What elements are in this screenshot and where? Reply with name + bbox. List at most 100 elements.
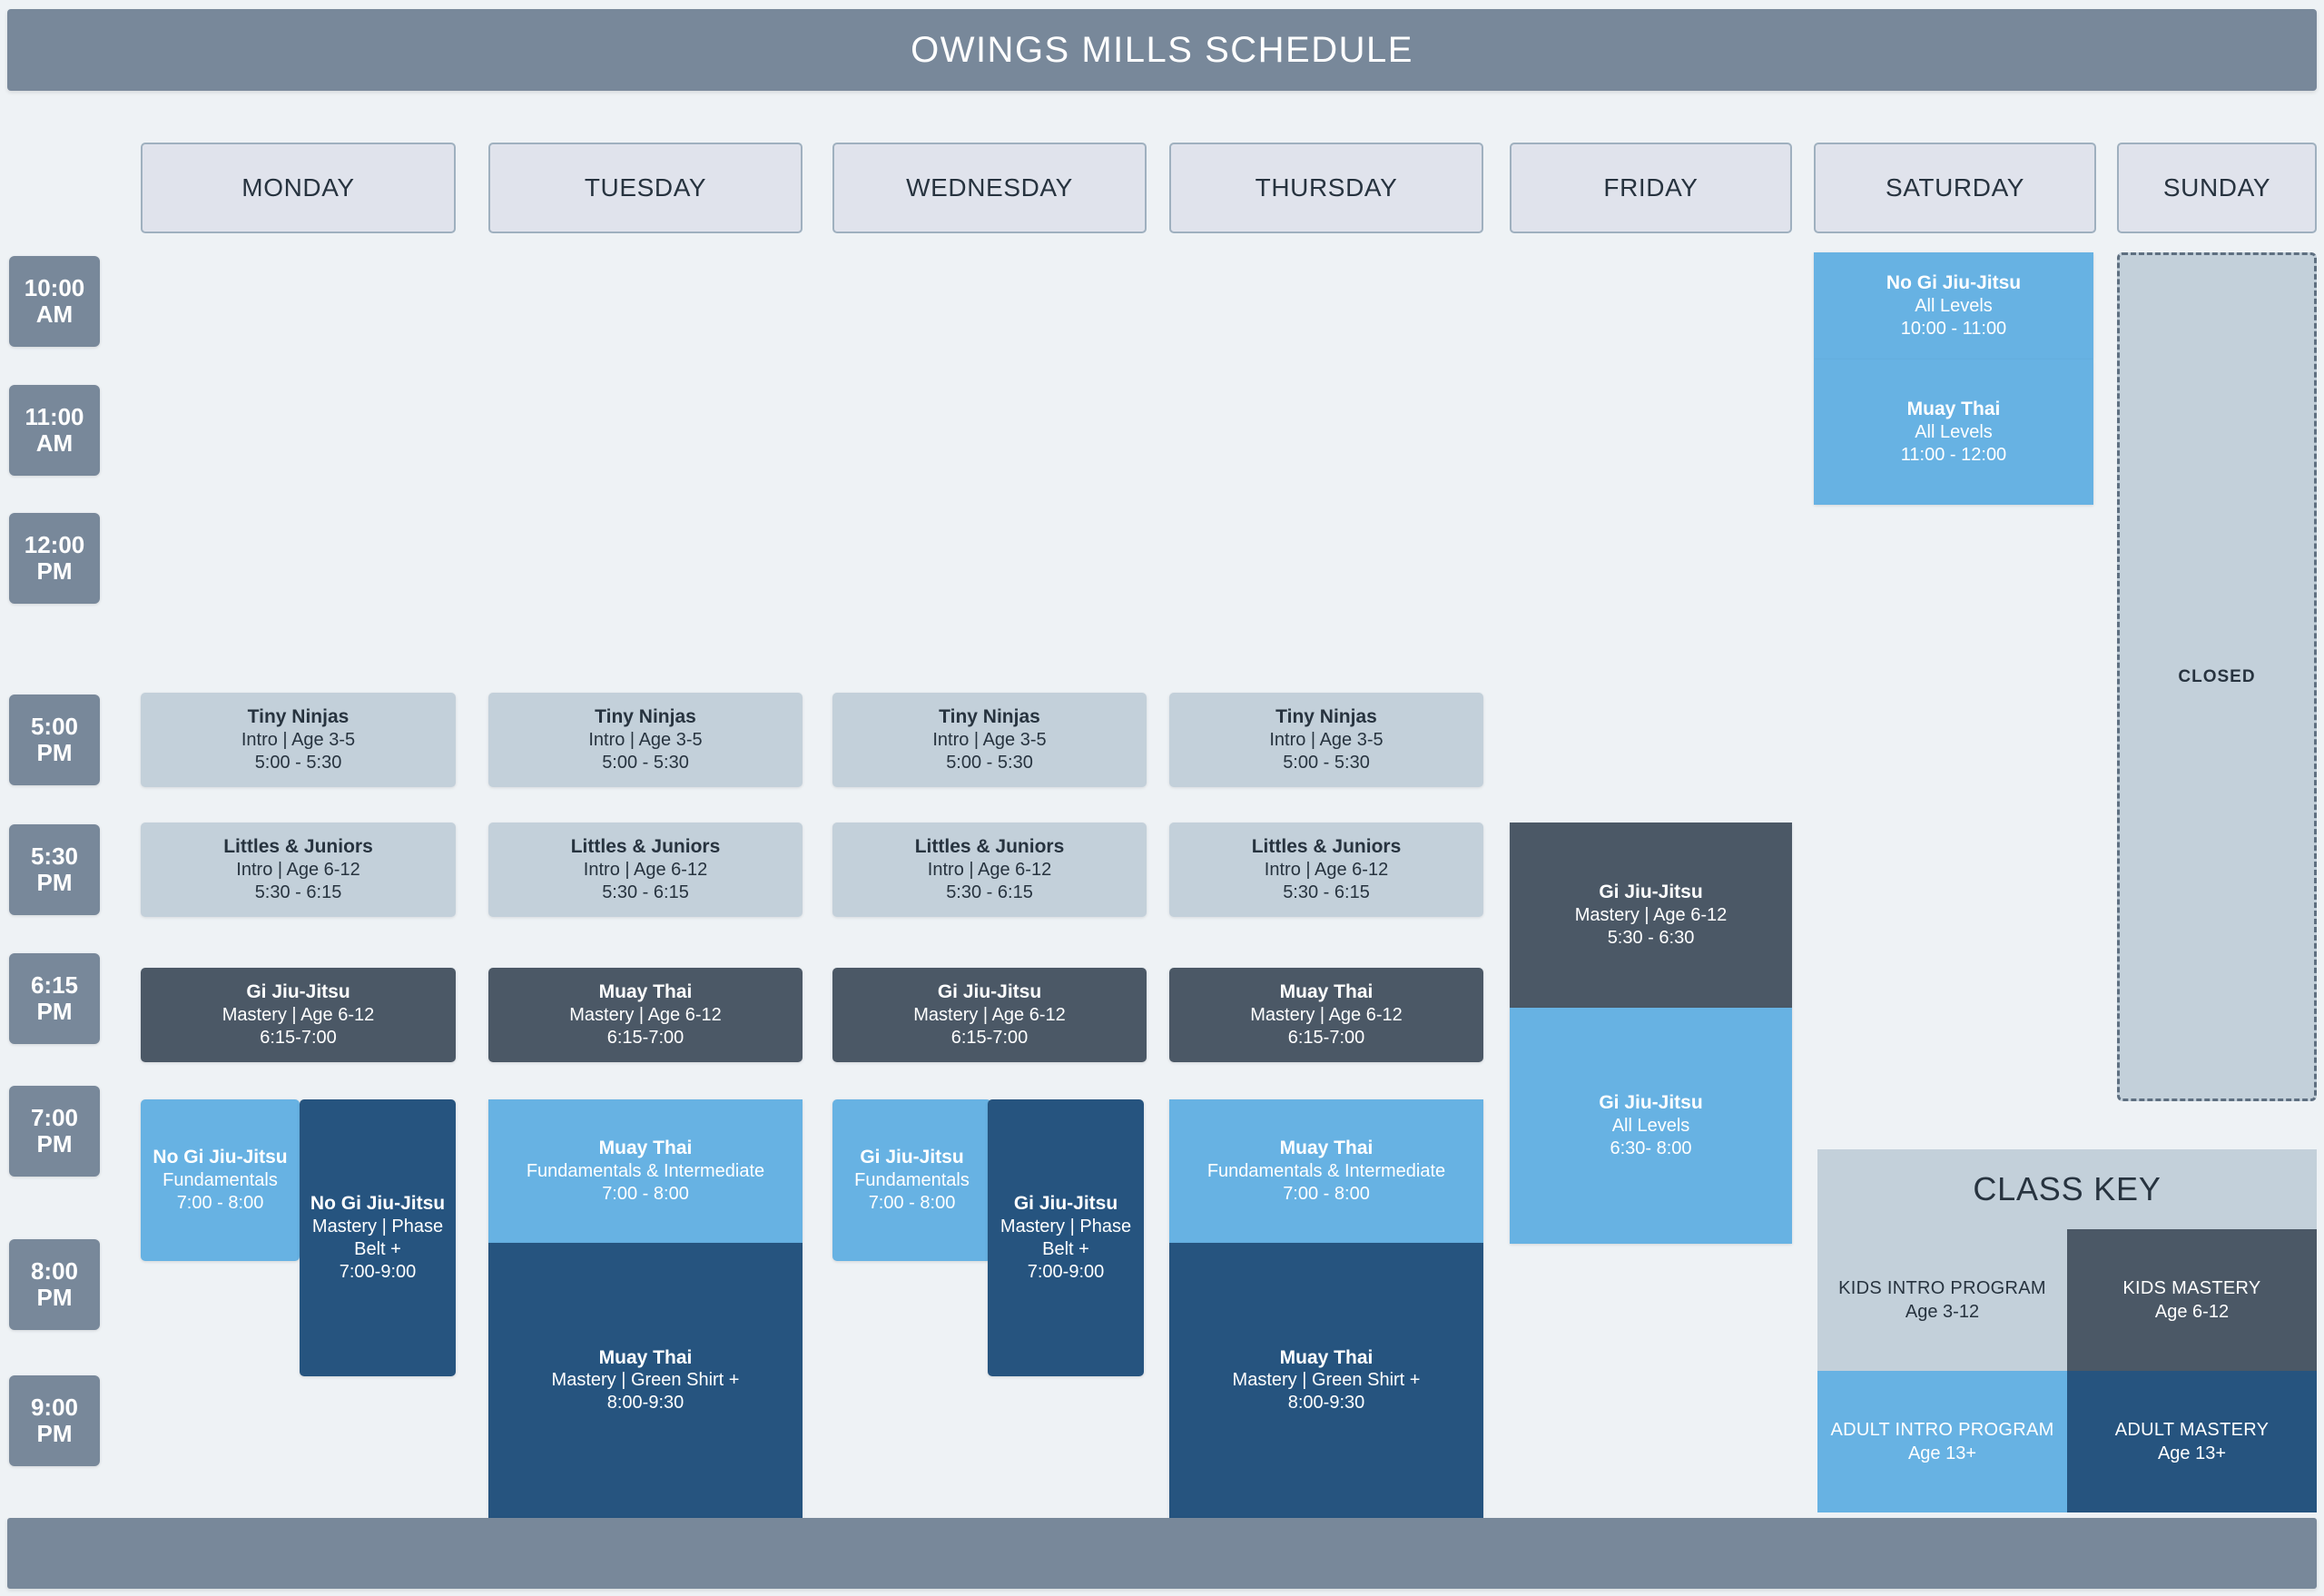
page-title: OWINGS MILLS SCHEDULE bbox=[911, 29, 1413, 70]
time-meridiem: PM bbox=[36, 1420, 73, 1447]
class-key-item-age: Age 6-12 bbox=[2154, 1301, 2230, 1322]
class-level: All Levels bbox=[1915, 295, 1993, 316]
class-block-friday-gi-jiujitsu-kids[interactable]: Gi Jiu-Jitsu Mastery | Age 6-12 5:30 - 6… bbox=[1510, 823, 1792, 1008]
day-header-saturday: SATURDAY bbox=[1814, 143, 2096, 233]
class-block-wednesday-gi-fundamentals[interactable]: Gi Jiu-Jitsu Fundamentals 7:00 - 8:00 bbox=[832, 1099, 991, 1261]
class-level: Fundamentals bbox=[854, 1169, 970, 1190]
class-name: Littles & Juniors bbox=[1251, 836, 1402, 858]
class-name: Tiny Ninjas bbox=[1275, 706, 1377, 728]
time-hour: 12:00 bbox=[24, 530, 85, 558]
class-time: 11:00 - 12:00 bbox=[1900, 444, 2007, 465]
class-name: Gi Jiu-Jitsu bbox=[1599, 1092, 1703, 1114]
class-level: All Levels bbox=[1611, 1115, 1690, 1136]
day-header-tuesday: TUESDAY bbox=[488, 143, 803, 233]
class-block-saturday-muaythai[interactable]: Muay Thai All Levels 11:00 - 12:00 bbox=[1814, 360, 2093, 505]
class-level: Intro | Age 6-12 bbox=[583, 859, 708, 880]
time-hour: 5:30 bbox=[30, 842, 79, 870]
class-block-tuesday-muaythai-kids[interactable]: Muay Thai Mastery | Age 6-12 6:15-7:00 bbox=[488, 968, 803, 1062]
class-name: Littles & Juniors bbox=[914, 836, 1065, 858]
class-key-item-adult-mastery: ADULT MASTERY Age 13+ bbox=[2067, 1371, 2317, 1512]
class-block-monday-nogi-fundamentals[interactable]: No Gi Jiu-Jitsu Fundamentals 7:00 - 8:00 bbox=[141, 1099, 300, 1261]
class-level: Intro | Age 6-12 bbox=[1264, 859, 1389, 880]
class-name: Muay Thai bbox=[1279, 1138, 1374, 1159]
class-block-wednesday-gi-mastery[interactable]: Gi Jiu-Jitsu Mastery | Phase Belt + 7:00… bbox=[988, 1099, 1144, 1376]
class-block-tuesday-littles-juniors[interactable]: Littles & Juniors Intro | Age 6-12 5:30 … bbox=[488, 823, 803, 917]
time-meridiem: AM bbox=[35, 429, 74, 457]
time-chip-9pm: 9:00 PM bbox=[9, 1375, 100, 1466]
class-key-title-bar: CLASS KEY bbox=[1817, 1149, 2317, 1229]
class-time: 6:15-7:00 bbox=[950, 1027, 1029, 1048]
class-block-thursday-muaythai-fundamentals[interactable]: Muay Thai Fundamentals & Intermediate 7:… bbox=[1169, 1099, 1483, 1243]
class-name: Gi Jiu-Jitsu bbox=[860, 1147, 964, 1168]
class-time: 7:00 - 8:00 bbox=[1283, 1183, 1370, 1204]
class-level: Fundamentals & Intermediate bbox=[526, 1160, 765, 1181]
class-time: 6:15-7:00 bbox=[606, 1027, 684, 1048]
class-time: 6:15-7:00 bbox=[260, 1027, 337, 1048]
day-header-label: MONDAY bbox=[241, 173, 355, 202]
class-block-thursday-littles-juniors[interactable]: Littles & Juniors Intro | Age 6-12 5:30 … bbox=[1169, 823, 1483, 917]
class-block-saturday-nogi[interactable]: No Gi Jiu-Jitsu All Levels 10:00 - 11:00 bbox=[1814, 252, 2093, 360]
class-key-item-kids-mastery: KIDS MASTERY Age 6-12 bbox=[2067, 1229, 2317, 1371]
time-chip-530pm: 5:30 PM bbox=[9, 824, 100, 915]
class-name: Tiny Ninjas bbox=[595, 706, 696, 728]
day-header-monday: MONDAY bbox=[141, 143, 456, 233]
class-time: 7:00 - 8:00 bbox=[176, 1192, 264, 1213]
time-hour: 8:00 bbox=[30, 1256, 79, 1285]
class-block-tuesday-muaythai-fundamentals[interactable]: Muay Thai Fundamentals & Intermediate 7:… bbox=[488, 1099, 803, 1243]
class-time: 5:30 - 6:15 bbox=[602, 882, 689, 902]
class-key-item-name: ADULT INTRO PROGRAM bbox=[1830, 1419, 2054, 1440]
class-level: Mastery | Phase Belt + bbox=[311, 1216, 444, 1259]
class-block-monday-nogi-mastery[interactable]: No Gi Jiu-Jitsu Mastery | Phase Belt + 7… bbox=[300, 1099, 456, 1376]
day-header-wednesday: WEDNESDAY bbox=[832, 143, 1147, 233]
time-hour: 6:15 bbox=[30, 970, 79, 999]
class-block-wednesday-gi-jiujitsu-kids[interactable]: Gi Jiu-Jitsu Mastery | Age 6-12 6:15-7:0… bbox=[832, 968, 1147, 1062]
class-key-item-age: Age 3-12 bbox=[1905, 1301, 1980, 1322]
class-block-wednesday-tiny-ninjas[interactable]: Tiny Ninjas Intro | Age 3-5 5:00 - 5:30 bbox=[832, 693, 1147, 787]
class-level: Mastery | Green Shirt + bbox=[1232, 1370, 1421, 1391]
time-chip-12pm: 12:00 PM bbox=[9, 513, 100, 604]
class-key-item-age: Age 13+ bbox=[2157, 1443, 2227, 1463]
class-time: 7:00 - 8:00 bbox=[602, 1183, 689, 1204]
class-time: 7:00-9:00 bbox=[339, 1261, 417, 1282]
class-level: Mastery | Age 6-12 bbox=[569, 1004, 722, 1025]
class-name: Muay Thai bbox=[1906, 399, 2001, 420]
day-header-sunday: SUNDAY bbox=[2117, 143, 2317, 233]
class-level: Mastery | Phase Belt + bbox=[1000, 1216, 1132, 1259]
time-meridiem: PM bbox=[36, 869, 73, 896]
class-block-monday-gi-jiujitsu-kids[interactable]: Gi Jiu-Jitsu Mastery | Age 6-12 6:15-7:0… bbox=[141, 968, 456, 1062]
class-key-item-kids-intro: KIDS INTRO PROGRAM Age 3-12 bbox=[1817, 1229, 2067, 1371]
time-chip-5pm: 5:00 PM bbox=[9, 695, 100, 785]
class-block-wednesday-littles-juniors[interactable]: Littles & Juniors Intro | Age 6-12 5:30 … bbox=[832, 823, 1147, 917]
class-level: All Levels bbox=[1915, 421, 1993, 442]
class-block-friday-gi-jiujitsu-adult[interactable]: Gi Jiu-Jitsu All Levels 6:30- 8:00 bbox=[1510, 1008, 1792, 1244]
class-name: No Gi Jiu-Jitsu bbox=[310, 1193, 446, 1215]
class-block-monday-tiny-ninjas[interactable]: Tiny Ninjas Intro | Age 3-5 5:00 - 5:30 bbox=[141, 693, 456, 787]
class-time: 6:30- 8:00 bbox=[1610, 1138, 1692, 1158]
class-level: Mastery | Age 6-12 bbox=[913, 1004, 1066, 1025]
day-header-label: WEDNESDAY bbox=[906, 173, 1073, 202]
time-chip-7pm: 7:00 PM bbox=[9, 1086, 100, 1177]
time-chip-8pm: 8:00 PM bbox=[9, 1239, 100, 1330]
class-block-thursday-muaythai-kids[interactable]: Muay Thai Mastery | Age 6-12 6:15-7:00 bbox=[1169, 968, 1483, 1062]
class-name: Muay Thai bbox=[598, 1346, 693, 1368]
class-time: 5:30 - 6:15 bbox=[1283, 882, 1370, 902]
time-hour: 5:00 bbox=[30, 712, 79, 740]
class-name: Gi Jiu-Jitsu bbox=[246, 981, 350, 1003]
class-name: Gi Jiu-Jitsu bbox=[937, 981, 1042, 1003]
class-name: Tiny Ninjas bbox=[247, 706, 350, 728]
class-block-thursday-tiny-ninjas[interactable]: Tiny Ninjas Intro | Age 3-5 5:00 - 5:30 bbox=[1169, 693, 1483, 787]
class-time: 5:30 - 6:15 bbox=[946, 882, 1033, 902]
class-block-tuesday-tiny-ninjas[interactable]: Tiny Ninjas Intro | Age 3-5 5:00 - 5:30 bbox=[488, 693, 803, 787]
class-key-item-age: Age 13+ bbox=[1907, 1443, 1977, 1463]
class-name: Gi Jiu-Jitsu bbox=[1013, 1193, 1118, 1215]
class-block-monday-littles-juniors[interactable]: Littles & Juniors Intro | Age 6-12 5:30 … bbox=[141, 823, 456, 917]
class-level: Intro | Age 3-5 bbox=[588, 729, 703, 750]
class-level: Intro | Age 6-12 bbox=[236, 859, 360, 880]
class-block-thursday-muaythai-mastery[interactable]: Muay Thai Mastery | Green Shirt + 8:00-9… bbox=[1169, 1243, 1483, 1518]
class-name: Muay Thai bbox=[598, 981, 693, 1003]
class-name: Muay Thai bbox=[1279, 1346, 1374, 1368]
time-meridiem: PM bbox=[36, 557, 73, 585]
time-meridiem: PM bbox=[36, 739, 73, 766]
class-key-item-adult-intro: ADULT INTRO PROGRAM Age 13+ bbox=[1817, 1371, 2067, 1512]
class-block-tuesday-muaythai-mastery[interactable]: Muay Thai Mastery | Green Shirt + 8:00-9… bbox=[488, 1243, 803, 1518]
